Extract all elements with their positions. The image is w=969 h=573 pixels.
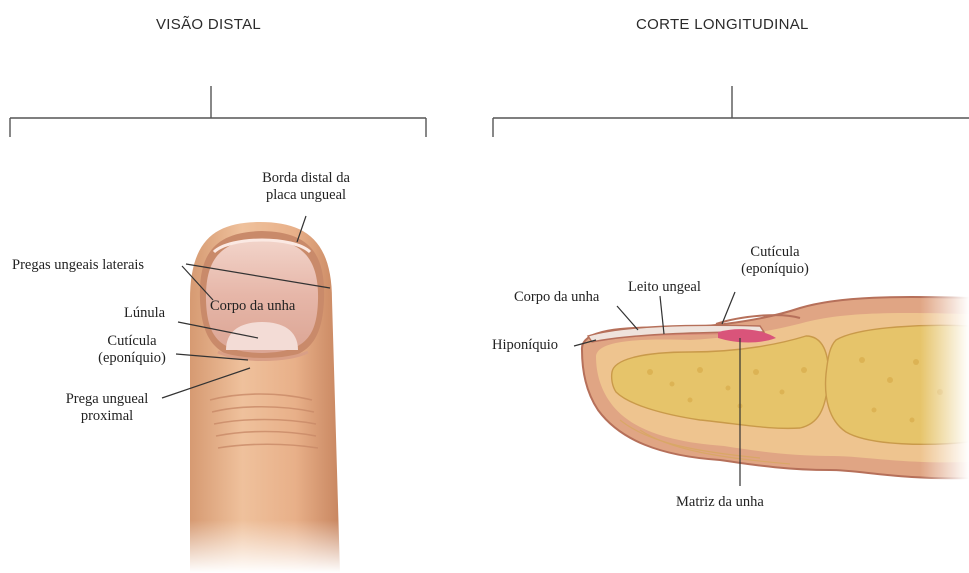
- finger-distal-view: [150, 222, 370, 573]
- label-lunula: Lúnula: [124, 305, 165, 322]
- label-leito-ungeal: Leito ungeal: [628, 279, 701, 296]
- bracket-right: [493, 86, 969, 137]
- label-cuticula-distal: Cutícula (eponíquio): [82, 333, 182, 367]
- label-matriz-da-unha: Matriz da unha: [676, 494, 764, 511]
- bracket-left: [10, 86, 426, 137]
- label-prega-proximal: Prega ungueal proximal: [52, 391, 162, 425]
- label-pregas-laterais: Pregas ungeais laterais: [12, 257, 144, 274]
- label-corpo-section: Corpo da unha: [514, 289, 599, 306]
- label-corpo-da-unha: Corpo da unha: [210, 298, 295, 315]
- label-hiponiquio: Hiponíquio: [492, 337, 558, 354]
- label-borda-distal: Borda distal da placa ungueal: [246, 170, 366, 204]
- label-cuticula-section: Cutícula (eponíquio): [730, 244, 820, 278]
- finger-section: [582, 280, 969, 490]
